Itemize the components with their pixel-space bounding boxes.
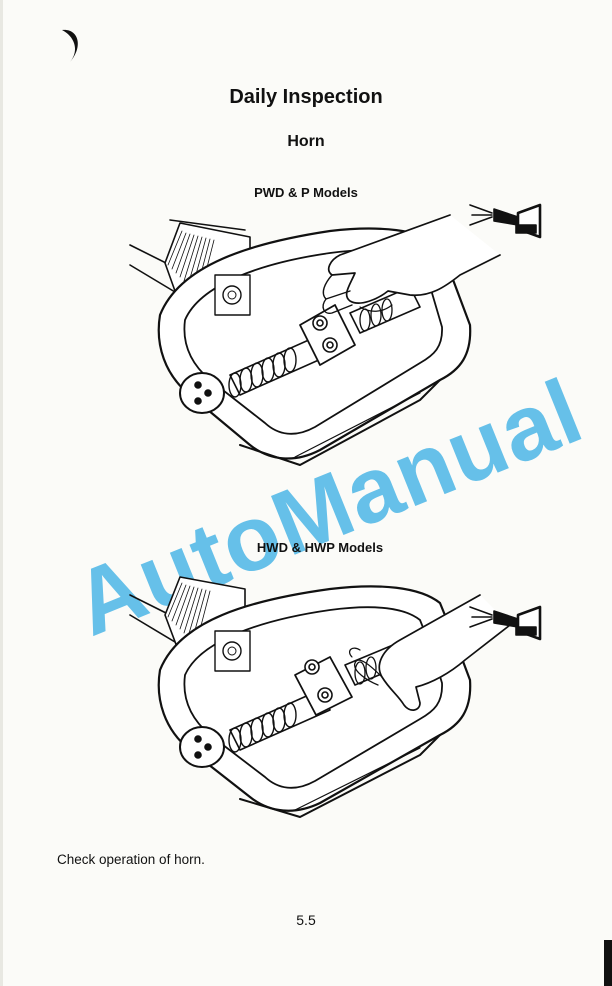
binder-hole-mark [62, 29, 78, 62]
instruction-text: Check operation of horn. [57, 852, 205, 867]
figure-caption-bottom: HWD & HWP Models [256, 540, 384, 555]
page-number: 5.5 [296, 912, 316, 928]
horn-illustration-hwd-hwp [129, 576, 542, 818]
figure-caption-top: PWD & P Models [254, 185, 358, 200]
thumb-tab-mark [604, 940, 612, 986]
section-title: Horn [287, 133, 325, 150]
page-edge [0, 0, 3, 986]
horn-illustration-pwd-p [129, 203, 542, 466]
page-title: Daily Inspection [229, 86, 383, 108]
